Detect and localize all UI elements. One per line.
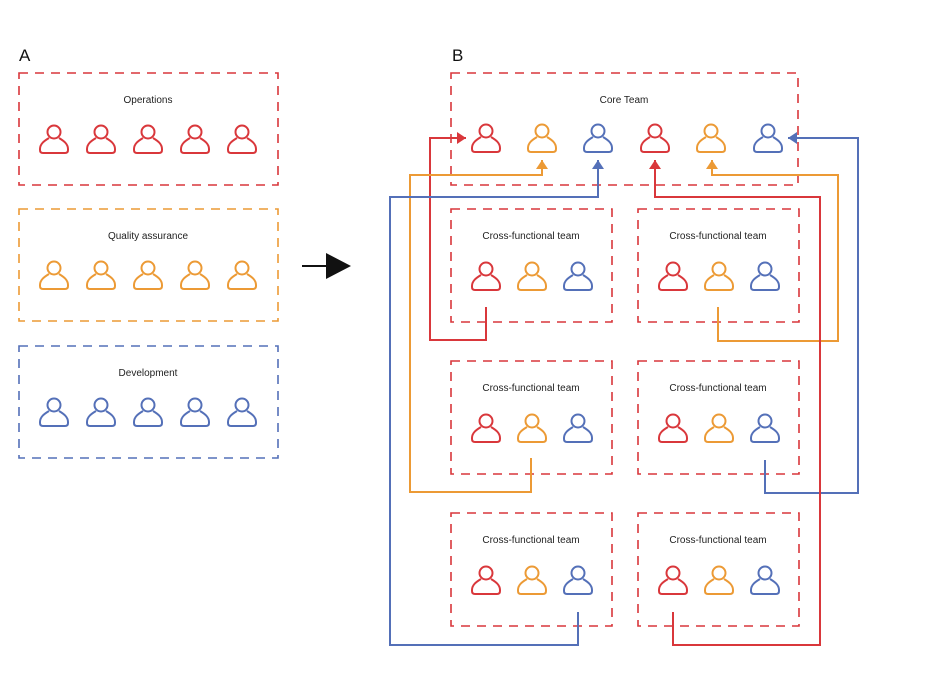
- team-box: [637, 512, 800, 627]
- qa-person-icon: [133, 260, 163, 290]
- department-title: Operations: [124, 95, 173, 106]
- dev-person-icon: [753, 123, 783, 153]
- arrowhead-icon: [592, 160, 604, 169]
- arrowhead-icon: [457, 132, 466, 144]
- ops-person-icon: [640, 123, 670, 153]
- team-box: [637, 360, 800, 475]
- arrowhead-icon: [536, 160, 548, 169]
- qa-person-icon: [39, 260, 69, 290]
- department-ops: Operations: [18, 72, 279, 186]
- cross-functional-team: Cross-functional team: [450, 512, 613, 627]
- cross-functional-team: Cross-functional team: [637, 208, 800, 323]
- department-title: Development: [119, 368, 178, 379]
- department-box: [18, 208, 279, 322]
- ops-person-icon: [658, 261, 688, 291]
- connector-team6-ops: [654, 160, 821, 646]
- dev-person-icon: [583, 123, 613, 153]
- ops-person-icon: [471, 123, 501, 153]
- ops-person-icon: [471, 261, 501, 291]
- qa-person-icon: [227, 260, 257, 290]
- qa-person-icon: [696, 123, 726, 153]
- team-box: [450, 512, 613, 627]
- qa-person-icon: [704, 261, 734, 291]
- cross-functional-team: Cross-functional team: [637, 512, 800, 627]
- dev-person-icon: [86, 397, 116, 427]
- team-title: Cross-functional team: [482, 383, 579, 394]
- connector-team1-ops: [429, 137, 487, 341]
- core-team-box: [450, 72, 799, 186]
- department-title: Quality assurance: [108, 231, 188, 242]
- qa-person-icon: [180, 260, 210, 290]
- transition-arrow: [302, 253, 351, 279]
- connectors: [389, 132, 859, 646]
- team-box: [637, 208, 800, 323]
- dev-person-icon: [563, 565, 593, 595]
- ops-person-icon: [471, 565, 501, 595]
- qa-person-icon: [517, 413, 547, 443]
- department-qa: Quality assurance: [18, 208, 279, 322]
- team-box: [450, 208, 613, 323]
- department-box: [18, 72, 279, 186]
- dev-person-icon: [750, 565, 780, 595]
- team-title: Cross-functional team: [669, 535, 766, 546]
- team-title: Cross-functional team: [669, 231, 766, 242]
- ops-person-icon: [180, 124, 210, 154]
- department-box: [18, 345, 279, 459]
- ops-person-icon: [658, 565, 688, 595]
- team-box: [450, 360, 613, 475]
- panel-a-label: A: [19, 46, 31, 65]
- ops-person-icon: [86, 124, 116, 154]
- ops-person-icon: [39, 124, 69, 154]
- qa-person-icon: [704, 413, 734, 443]
- arrowhead-icon: [649, 160, 661, 169]
- qa-person-icon: [527, 123, 557, 153]
- team-title: Cross-functional team: [669, 383, 766, 394]
- team-title: Cross-functional team: [482, 231, 579, 242]
- team-title: Cross-functional team: [482, 535, 579, 546]
- connector-team3-qa: [409, 160, 543, 493]
- ops-person-icon: [133, 124, 163, 154]
- dev-person-icon: [39, 397, 69, 427]
- qa-person-icon: [704, 565, 734, 595]
- arrowhead-icon: [706, 160, 718, 169]
- ops-person-icon: [227, 124, 257, 154]
- dev-person-icon: [133, 397, 163, 427]
- dev-person-icon: [227, 397, 257, 427]
- dev-person-icon: [750, 261, 780, 291]
- connector-team4-dev: [764, 137, 859, 494]
- department-dev: Development: [18, 345, 279, 459]
- qa-person-icon: [86, 260, 116, 290]
- ops-person-icon: [658, 413, 688, 443]
- core-team-title: Core Team: [600, 95, 649, 106]
- dev-person-icon: [750, 413, 780, 443]
- qa-person-icon: [517, 261, 547, 291]
- arrowhead-icon: [788, 132, 797, 144]
- dev-person-icon: [563, 261, 593, 291]
- dev-person-icon: [563, 413, 593, 443]
- cross-functional-team: Cross-functional team: [637, 360, 800, 475]
- panel-b-label: B: [452, 46, 463, 65]
- core-team: Core Team: [450, 72, 799, 186]
- qa-person-icon: [517, 565, 547, 595]
- cross-functional-team: Cross-functional team: [450, 360, 613, 475]
- connector-team5-dev: [389, 160, 599, 646]
- cross-functional-team: Cross-functional team: [450, 208, 613, 323]
- connector-team2-qa: [711, 160, 839, 342]
- dev-person-icon: [180, 397, 210, 427]
- ops-person-icon: [471, 413, 501, 443]
